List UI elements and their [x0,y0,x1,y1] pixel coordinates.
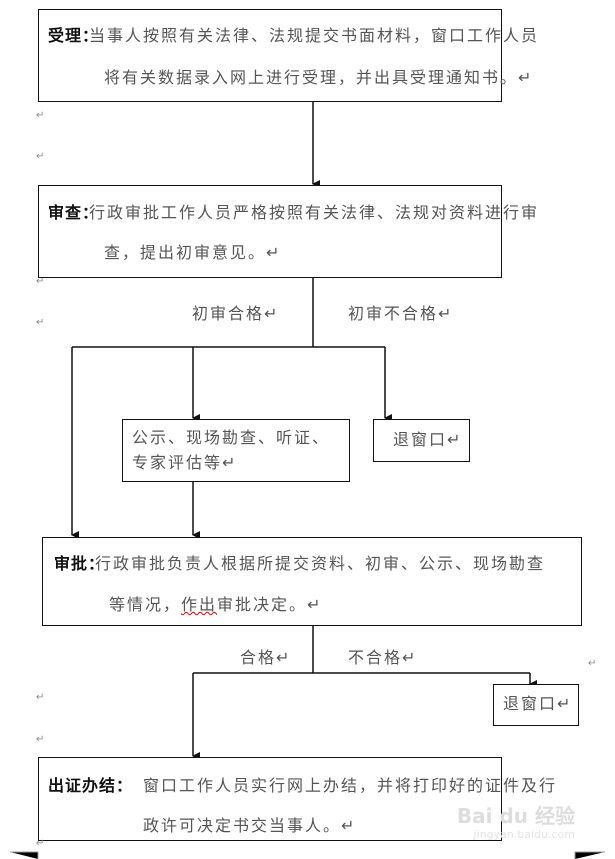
step-public-text-2: 专家评估等↵ [132,453,238,472]
step-accept-label: 受理： [48,26,100,45]
step-issue-text-1: 窗口工作人员实行网上办结，并将打印好的证件及行 [143,776,558,795]
step-approve-label: 审批： [54,554,106,573]
step-approve-box: 审批： 行政审批负责人根据所提交资料、初审、公示、现场勘查 等情况，作出审批决定… [42,537,582,626]
step-public-text-1: 公示、现场勘查、听证、 [132,428,331,447]
paragraph-mark: ↵ [36,276,45,287]
return-window-text-2: 退窗口↵ [503,694,573,713]
step-review-box: 审查： 行政审批工作人员严格按照有关法律、法规对资料进行审 查，提出初审意见。↵ [38,185,537,278]
branch-review-fail: 初审不合格↵ [348,304,454,323]
branch-review-pass: 初审合格↵ [192,304,280,323]
branch-approve-pass: 合格↵ [240,648,292,667]
paragraph-mark: ↵ [36,838,45,849]
watermark-logo: Bai du 经验 [456,804,575,828]
step-accept-text-2: 将有关数据录入网上进行受理，并出具受理通知书。↵ [104,68,534,87]
paragraph-mark: ↵ [36,692,45,703]
branch-approve-fail: 不合格↵ [348,648,418,667]
return-window-box-2: 退窗口↵ [493,684,579,726]
step-review-text-2: 查，提出初审意见。↵ [104,243,282,262]
step-review-label: 审查： [48,203,100,222]
return-window-box-1: 退窗口↵ [373,419,470,462]
paragraph-mark: ↵ [36,110,45,121]
step-issue-label: 出证办结： [48,776,134,795]
paragraph-mark: ↵ [36,317,45,328]
paragraph-mark: ↵ [36,151,45,162]
text-part: 等情况， [109,595,182,614]
step-issue-text-2: 政许可决定书交当事人。↵ [143,816,357,835]
step-approve-text-2: 等情况，作出审批决定。↵ [109,596,322,614]
return-window-text-1: 退窗口↵ [393,430,463,449]
step-approve-text-1: 行政审批负责人根据所提交资料、初审、公示、现场勘查 [95,554,546,573]
paragraph-mark: ↵ [36,734,45,745]
step-accept-box: 受理： 当事人按照有关法律、法规提交书面材料，窗口工作人员 将有关数据录入网上进… [38,9,537,102]
text-part: 审批决定。↵ [217,595,323,614]
spellcheck-word: 作出 [181,595,218,614]
paragraph-mark: ↵ [588,658,597,669]
step-review-text-1: 行政审批工作人员严格按照有关法律、法规对资料进行审 [89,203,540,222]
step-issue-box: 出证办结： 窗口工作人员实行网上办结，并将打印好的证件及行 政许可决定书交当事人… [38,757,555,841]
watermark-url: jingyan.baidu.com [473,828,575,841]
step-accept-text-1: 当事人按照有关法律、法规提交书面材料，窗口工作人员 [89,26,540,45]
step-public-box: 公示、现场勘查、听证、 专家评估等↵ [122,419,350,482]
